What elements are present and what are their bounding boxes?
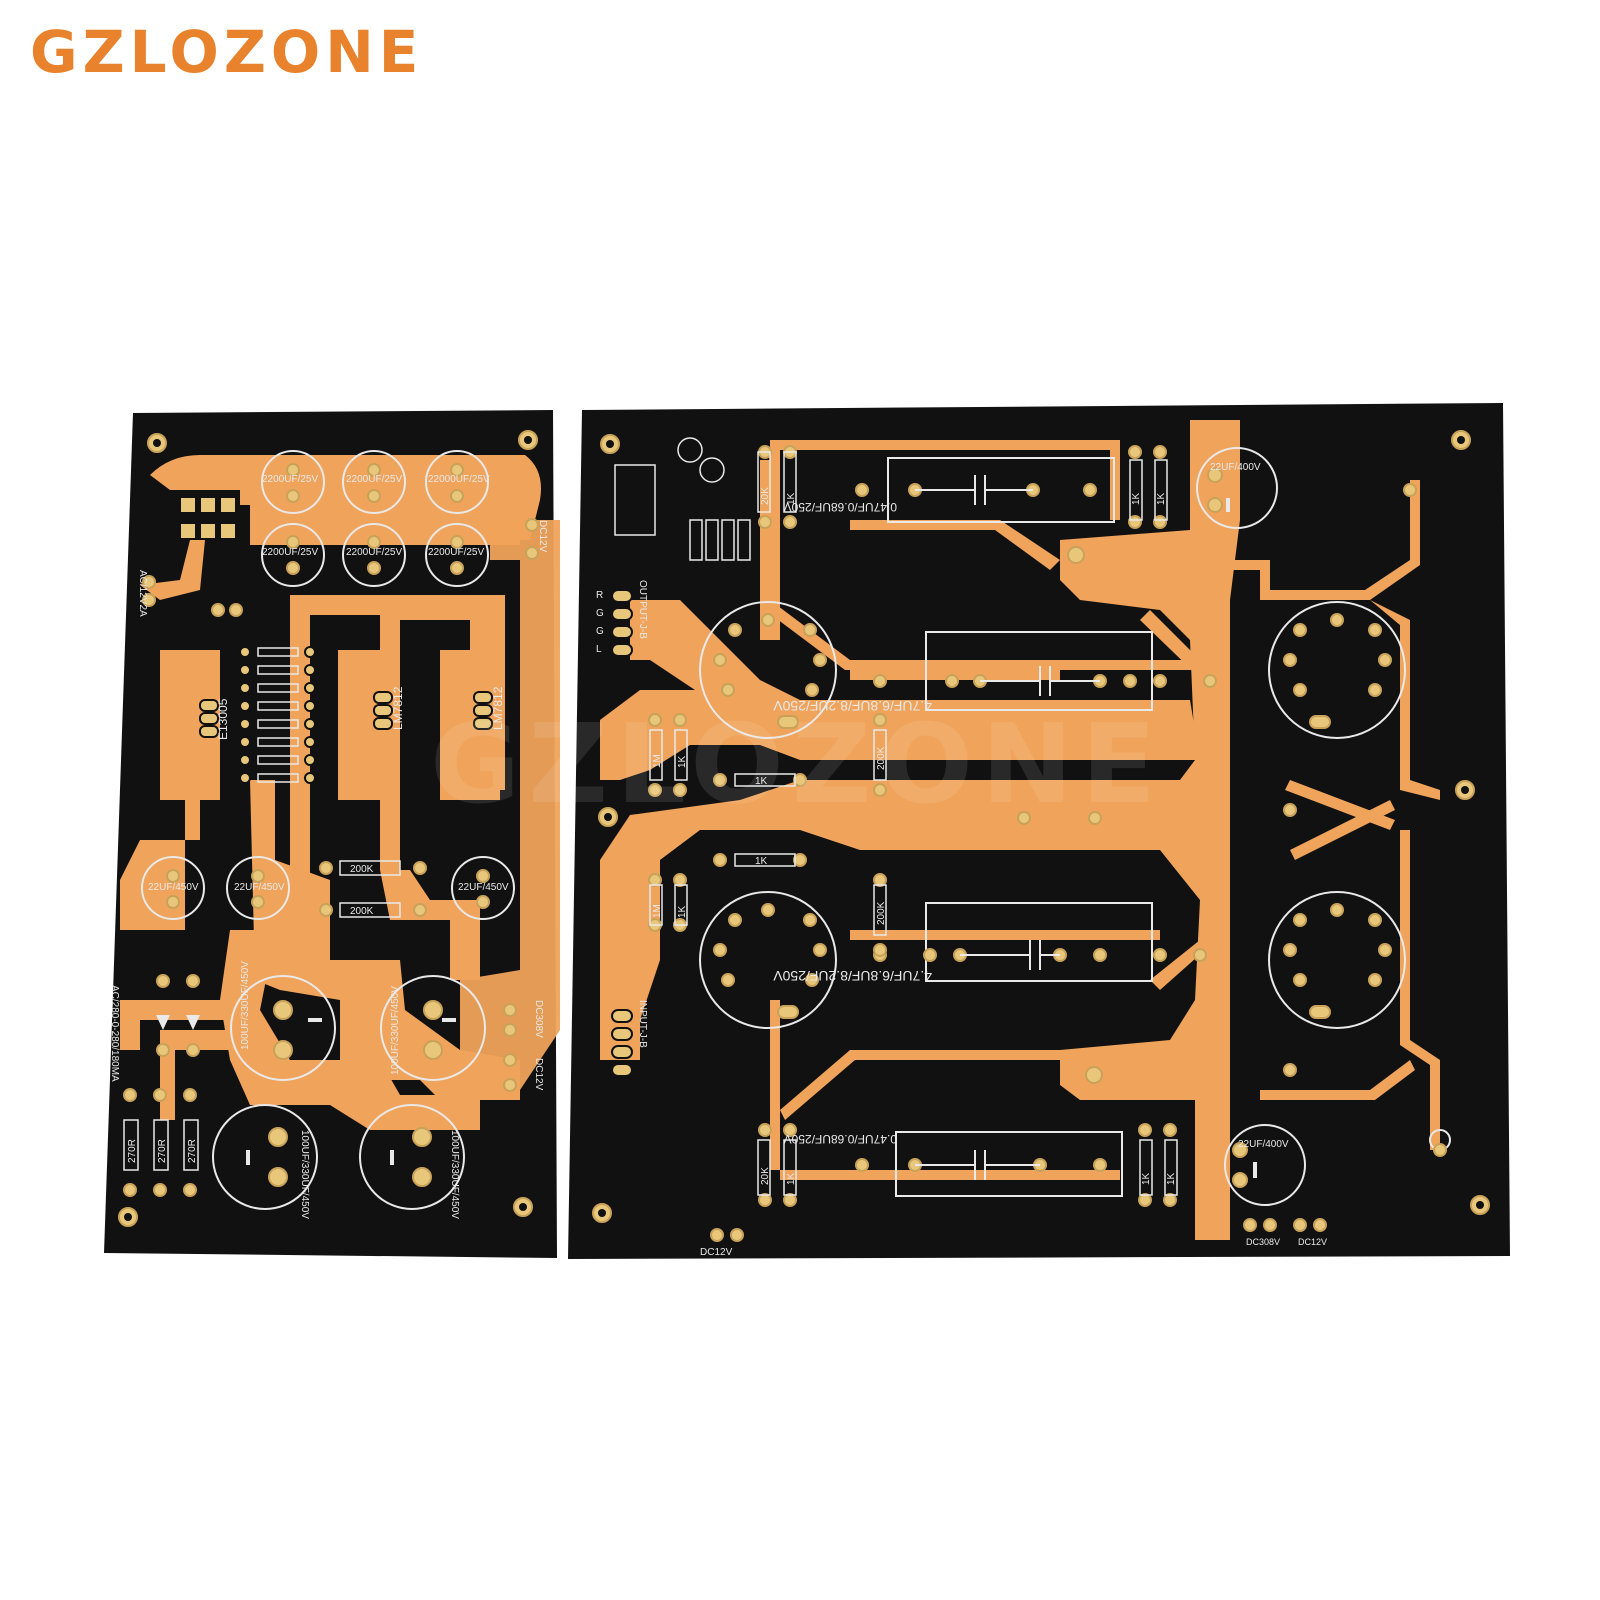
resistor-label: 1K <box>755 776 768 787</box>
film-cap-label: 0.47UF/0.68UF/250V <box>784 1132 897 1146</box>
regulator-label: E13005 <box>216 698 230 740</box>
connector-label: INPUT-J-B <box>637 1000 648 1048</box>
cap-label: 22000UF/25V <box>428 474 490 485</box>
resistor-label: 1K <box>1166 1172 1177 1185</box>
power-board: 2200UF/25V 2200UF/25V 22000UF/25V 2200UF… <box>104 410 560 1258</box>
resistor-label: 1K <box>786 1172 797 1185</box>
resistor-label: 270R <box>127 1139 138 1163</box>
terminal-label: DC12V <box>1298 1237 1327 1247</box>
resistor-label: 1M <box>652 754 663 768</box>
cap-label: 2200UF/25V <box>346 474 402 485</box>
board-label: AC/280-0-280/180MA <box>109 985 120 1082</box>
pin-label: G <box>596 608 604 619</box>
film-cap-label: 0.47UF/0.68UF/250V <box>784 500 897 514</box>
resistor-label: 1K <box>786 492 797 505</box>
film-cap-label: 4.7UF/6.8UF/8.2UF/250V <box>773 968 932 984</box>
resistor-label: 200K <box>876 901 887 925</box>
resistor-label: 20K <box>760 1167 771 1185</box>
electrolytic-label: 22UF/400V <box>1210 462 1261 473</box>
cap-label: 100UF/330UF/450V <box>299 1130 310 1219</box>
cap-label: 2200UF/25V <box>262 547 318 558</box>
board-label: DC308V <box>533 1000 544 1038</box>
connector-label: OUTPUT-J-B <box>637 580 648 639</box>
cap-label: 100UF/330UF/450V <box>390 986 401 1075</box>
cap-label: 22UF/450V <box>234 882 285 893</box>
pin-label: R <box>596 590 603 601</box>
watermark: GZLOZONE <box>430 700 1165 828</box>
amplifier-board: 0.47UF/0.68UF/250V 4.7UF/6.8UF/8.2UF/250… <box>568 403 1510 1259</box>
resistor-label: 1M <box>652 904 663 918</box>
resistor-label: 1K <box>677 755 688 768</box>
resistor-label: 200K <box>876 746 887 770</box>
board-label: DC12V <box>537 520 548 553</box>
resistor-label: 200K <box>350 864 374 875</box>
board-label: AC/12V2A <box>137 570 148 617</box>
film-cap-label: 4.7UF/6.8UF/8.2UF/250V <box>773 698 932 714</box>
brand-logo: GZLOZONE <box>30 18 424 86</box>
resistor-label: 1K <box>755 856 768 867</box>
resistor-label: 1K <box>1141 1172 1152 1185</box>
pin-label: G <box>596 626 604 637</box>
board-label: DC12V <box>533 1058 544 1091</box>
pin-label: L <box>596 644 602 655</box>
resistor-label: 20K <box>760 487 771 505</box>
cap-label: 100UF/330UF/450V <box>449 1130 460 1219</box>
cap-label: 2200UF/25V <box>428 547 484 558</box>
resistor-label: 1K <box>677 905 688 918</box>
terminal-label: DC308V <box>1246 1237 1280 1247</box>
regulator-label: LM7812 <box>391 686 405 730</box>
electrolytic-label: 22UF/400V <box>1238 1139 1289 1150</box>
resistor-label: 1K <box>1156 492 1167 505</box>
cap-label: 2200UF/25V <box>346 547 402 558</box>
resistor-label: 1K <box>1131 492 1142 505</box>
regulator-label: LM7812 <box>491 686 505 730</box>
cap-label: 2200UF/25V <box>262 474 318 485</box>
resistor-label: 200K <box>350 906 374 917</box>
terminal-label: DC12V <box>700 1247 733 1258</box>
resistor-label: 270R <box>187 1139 198 1163</box>
resistor-label: 270R <box>157 1139 168 1163</box>
cap-label: 22UF/450V <box>458 882 509 893</box>
cap-label: 100UF/330UF/450V <box>240 961 251 1050</box>
cap-label: 22UF/450V <box>148 882 199 893</box>
